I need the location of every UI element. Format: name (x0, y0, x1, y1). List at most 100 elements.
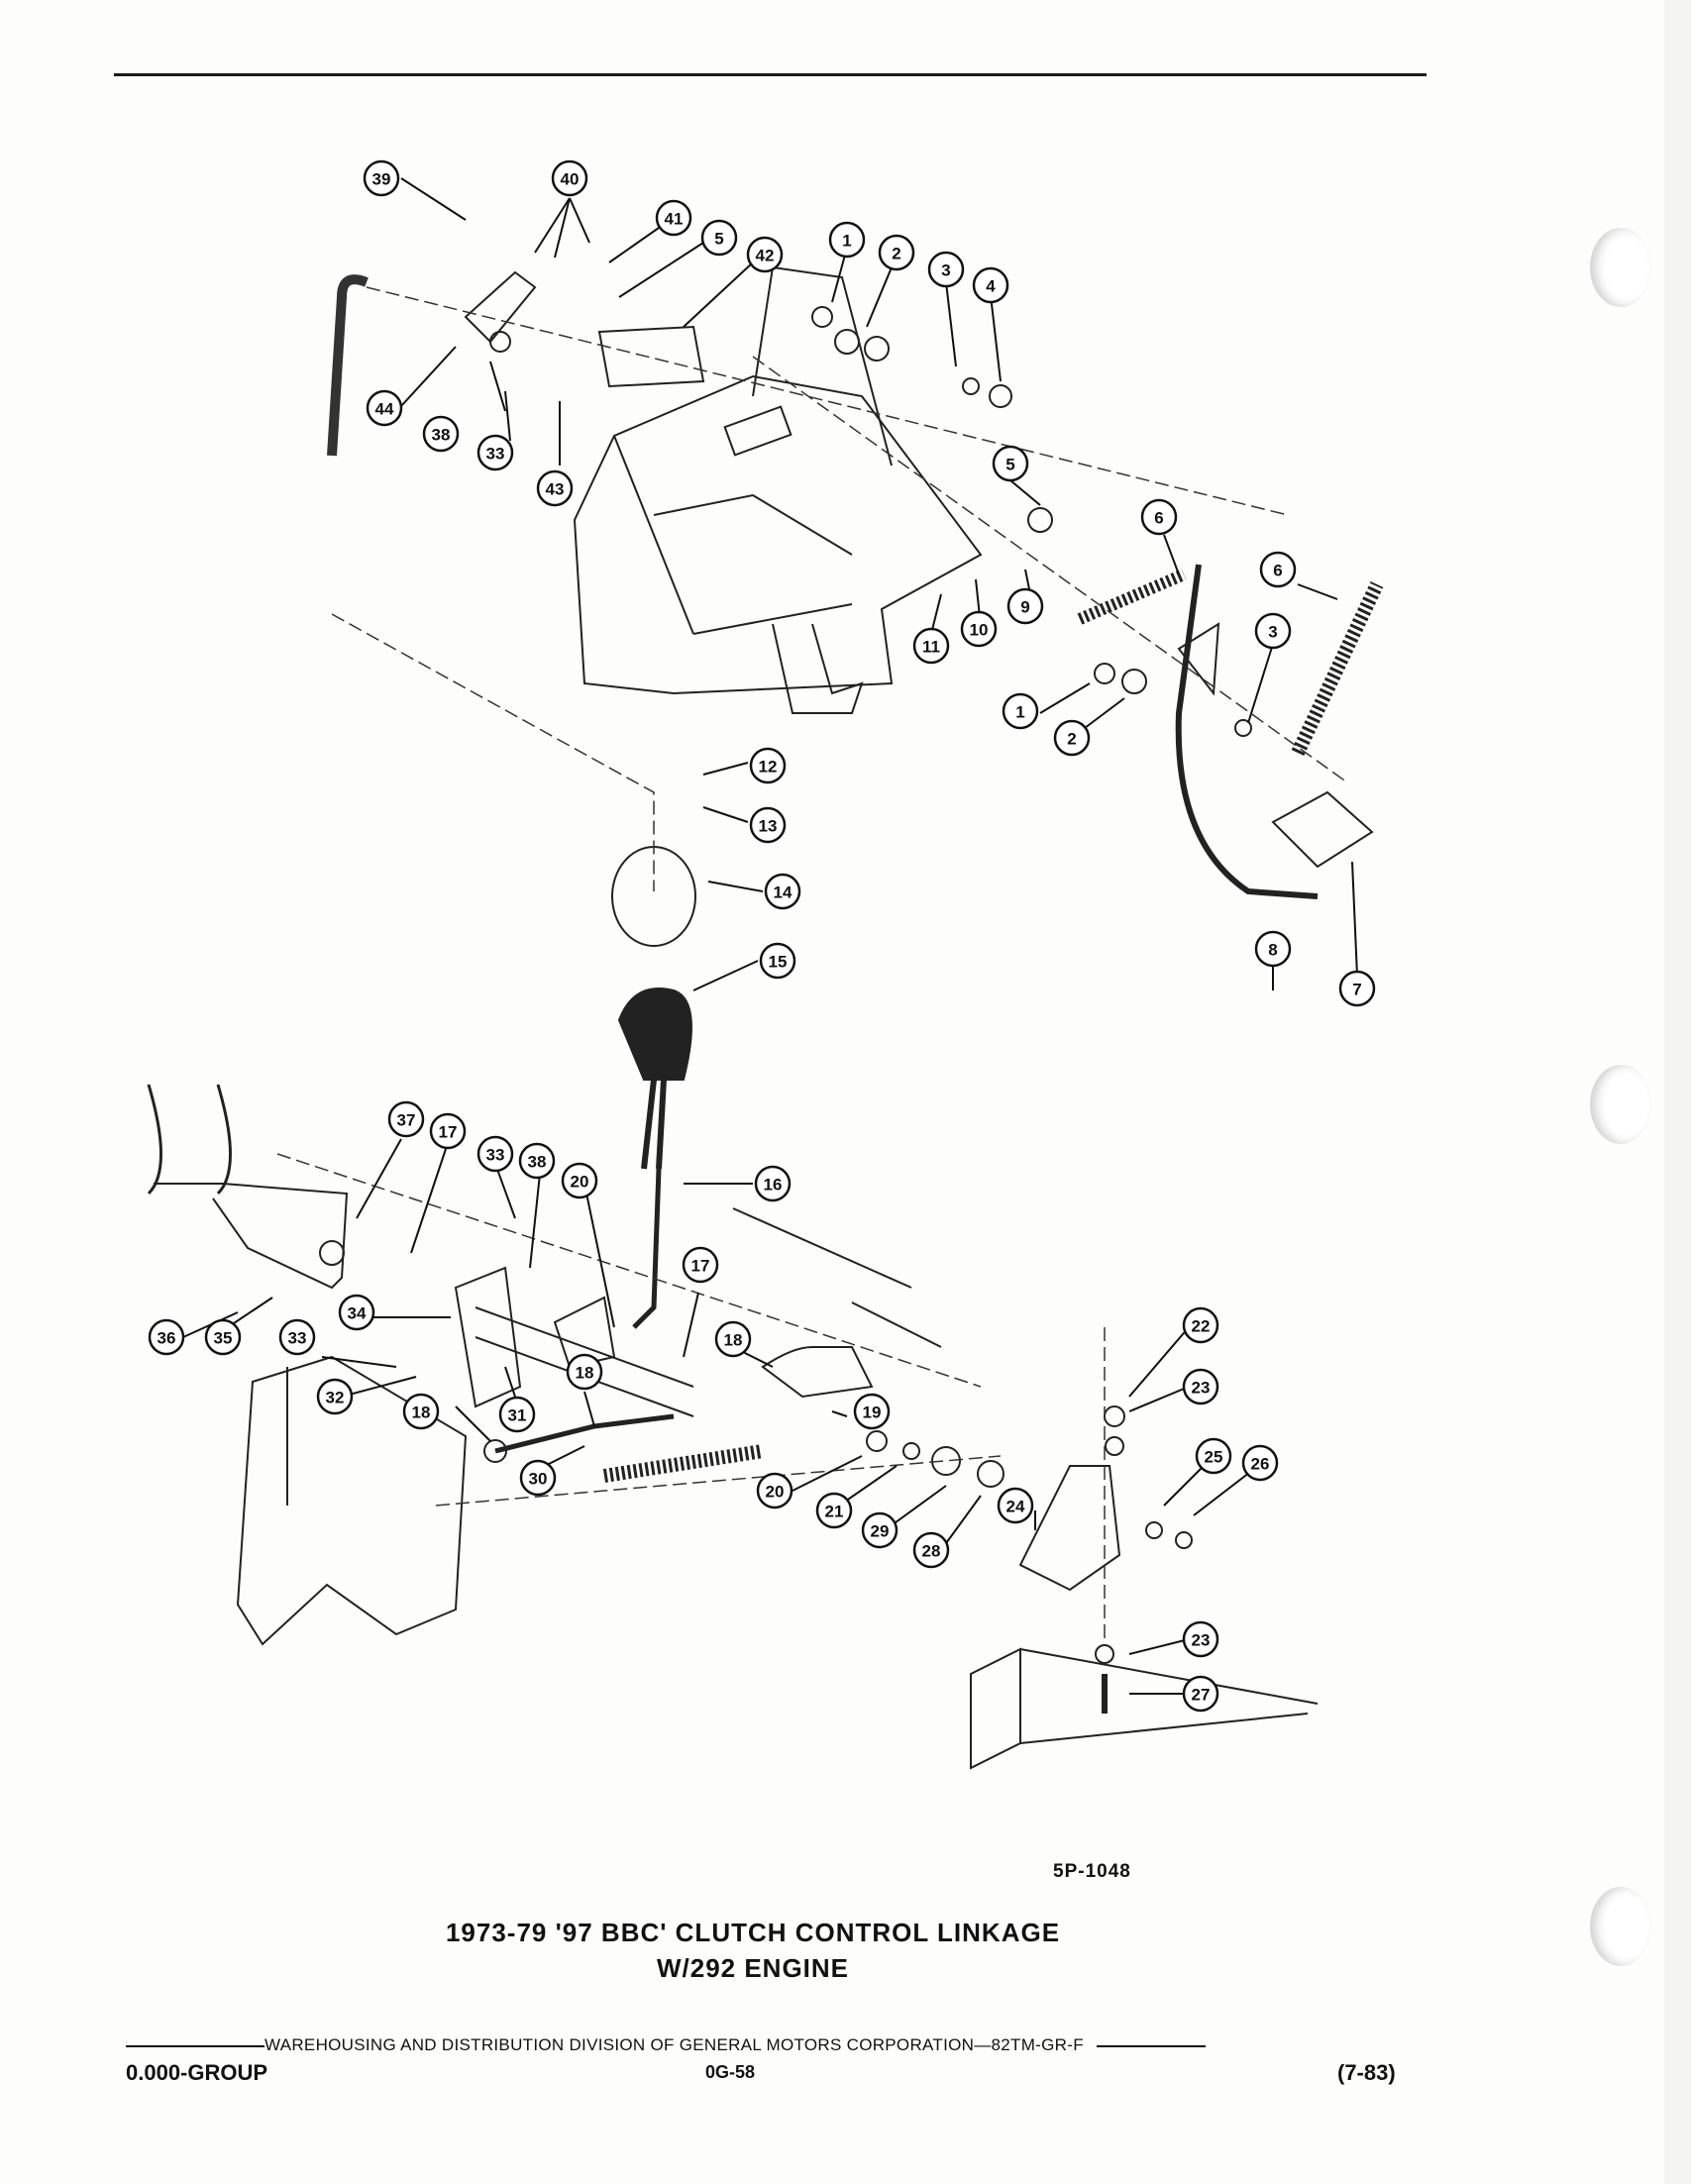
callout-number: 42 (756, 247, 775, 265)
callout-number: 16 (764, 1176, 783, 1195)
callout-circle (749, 747, 787, 784)
callout-9: 9 (1006, 587, 1044, 625)
callout-circle (655, 199, 692, 237)
callout-33: 33 (476, 1135, 514, 1173)
callout-circle (363, 159, 400, 197)
callout-circle (1254, 930, 1292, 968)
callout-number: 22 (1192, 1317, 1211, 1336)
callout-number: 26 (1251, 1455, 1270, 1474)
callout-number: 18 (576, 1364, 594, 1383)
callout-number: 18 (724, 1331, 743, 1350)
callout-circle (1140, 498, 1178, 536)
callout-circle (828, 221, 866, 259)
callout-36: 36 (148, 1318, 185, 1356)
pedal-pad (1271, 790, 1374, 869)
callout-circle (1338, 970, 1376, 1007)
callout-33: 33 (476, 434, 514, 471)
callout-17: 17 (429, 1112, 467, 1150)
callout-19: 19 (853, 1393, 891, 1430)
callout-circle (366, 389, 403, 427)
callout-circle (204, 1318, 242, 1356)
callout-number: 8 (1268, 941, 1277, 960)
footer-revision: (7-83) (1337, 2060, 1396, 2085)
pivot-shaft (597, 325, 705, 388)
callout-16: 16 (754, 1165, 792, 1202)
callout-circle (316, 1378, 354, 1415)
callout-circle (387, 1100, 425, 1138)
callout-number: 15 (769, 953, 788, 972)
callout-21: 21 (815, 1492, 853, 1529)
callout-13: 13 (749, 806, 787, 844)
callout-number: 9 (1020, 598, 1029, 617)
callout-26: 26 (1241, 1444, 1279, 1482)
callout-17: 17 (682, 1246, 719, 1284)
callout-3: 3 (927, 251, 965, 288)
callout-24: 24 (997, 1487, 1034, 1524)
callout-1: 1 (828, 221, 866, 259)
callout-number: 28 (922, 1542, 941, 1561)
callout-number: 3 (1268, 623, 1277, 642)
callout-circle (429, 1112, 467, 1150)
callout-number: 31 (508, 1406, 527, 1425)
clutch-linkage-exploded-diagram: 3940415421234443833435663910111212131415… (147, 159, 1384, 1770)
callout-number: 37 (397, 1111, 416, 1130)
callout-circle (1006, 587, 1044, 625)
callout-number: 36 (158, 1329, 176, 1348)
firewall-bracket (236, 1355, 468, 1646)
callout-20: 20 (756, 1472, 793, 1509)
callout-number: 30 (529, 1470, 548, 1489)
callout-number: 10 (970, 621, 989, 640)
callout-number: 17 (439, 1123, 458, 1142)
callout-circle (338, 1294, 375, 1331)
callout-number: 38 (432, 426, 451, 445)
callout-circle (1182, 1368, 1219, 1405)
lower-support-bracket (154, 1183, 349, 1290)
callout-28: 28 (912, 1531, 950, 1569)
callout-23: 23 (1182, 1368, 1219, 1405)
callout-18: 18 (402, 1393, 440, 1430)
callout-42: 42 (746, 236, 784, 273)
callout-number: 27 (1192, 1686, 1211, 1705)
callout-31: 31 (498, 1396, 536, 1433)
assist-spring (1291, 581, 1384, 756)
pedal-support-bracket (573, 374, 983, 695)
callout-number: 3 (941, 261, 950, 280)
callout-number: 6 (1154, 509, 1163, 528)
callout-39: 39 (363, 159, 400, 197)
callout-circle (746, 236, 784, 273)
frame-member (970, 1647, 1319, 1770)
punch-hole-bottom (1590, 1887, 1651, 1966)
callout-circle (402, 1393, 440, 1430)
callout-25: 25 (1195, 1437, 1232, 1475)
callout-number: 18 (412, 1404, 431, 1422)
clutch-pedal-arm (1175, 564, 1319, 899)
callout-circle (972, 266, 1009, 304)
callout-number: 32 (326, 1389, 345, 1407)
callout-5: 5 (992, 445, 1029, 482)
callout-circle (566, 1353, 603, 1391)
callout-circle (927, 251, 965, 288)
callout-number: 1 (1015, 703, 1024, 722)
callout-32: 32 (316, 1378, 354, 1415)
callout-number: 14 (774, 884, 793, 902)
footer-page-number: 0G-58 (705, 2062, 756, 2082)
callout-33: 33 (278, 1318, 316, 1356)
bracket-24 (1018, 1465, 1121, 1592)
callout-circle (1241, 1444, 1279, 1482)
callout-circle (764, 873, 801, 910)
callout-circle (561, 1162, 598, 1199)
callout-circle (476, 434, 514, 471)
callout-number: 7 (1352, 981, 1361, 999)
callout-number: 40 (561, 170, 580, 189)
callout-number: 20 (766, 1483, 785, 1502)
bushing (319, 1240, 345, 1266)
callout-number: 13 (759, 817, 778, 836)
callout-number: 21 (825, 1503, 844, 1521)
callout-circle (754, 1165, 792, 1202)
callout-number: 23 (1192, 1631, 1211, 1650)
footer-dash-right (1096, 2044, 1206, 2047)
callout-number: 5 (1005, 456, 1014, 474)
lower-spring (602, 1444, 765, 1483)
callout-41: 41 (655, 199, 692, 237)
